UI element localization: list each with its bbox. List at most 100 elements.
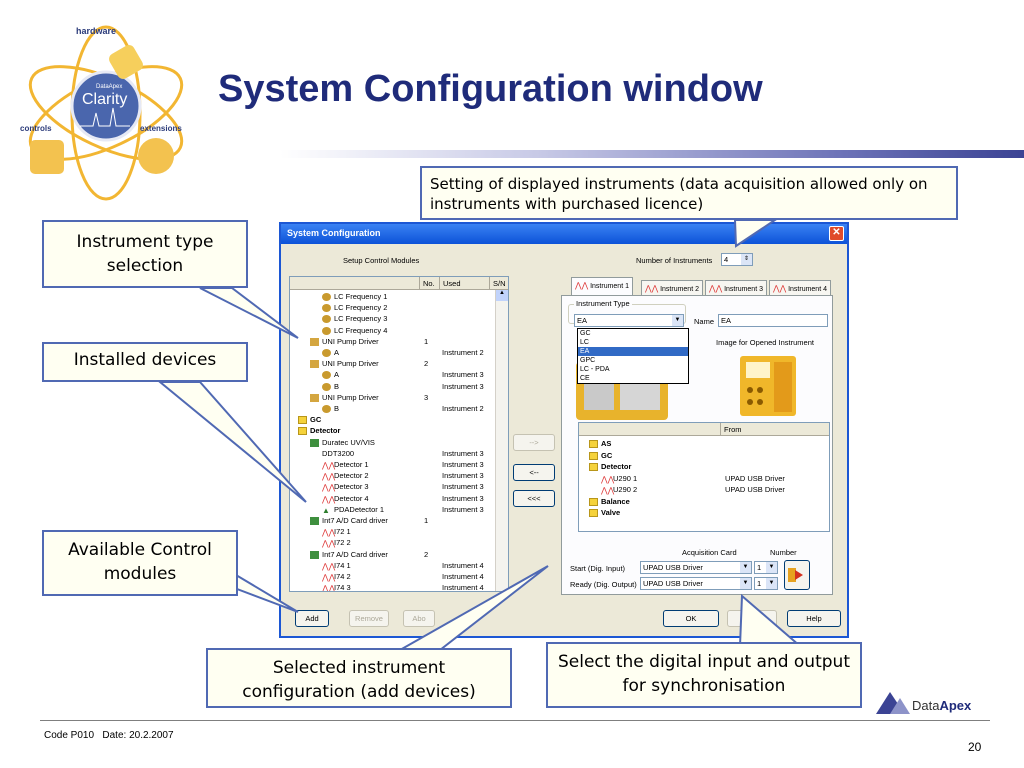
spinner-arrows-icon[interactable]: ⇕ (741, 254, 752, 265)
tree-row[interactable]: LC Frequency 2 (290, 303, 494, 314)
ok-button[interactable]: OK (663, 610, 719, 627)
tree-row[interactable]: Detector (290, 426, 494, 437)
instrument-type-select[interactable]: EA ▼ (574, 314, 684, 327)
tree-row-name: ⋀⋀I74 3 (322, 583, 351, 591)
instrument-type-option[interactable]: EA (578, 347, 688, 356)
config-row[interactable]: GC (579, 451, 829, 462)
tree-row-number: 1 (424, 516, 429, 525)
tree-row-name: Int7 A/D Card driver (310, 516, 388, 526)
instrument-type-option[interactable]: CE (580, 375, 590, 382)
about-button[interactable]: Abo (403, 610, 435, 627)
peak-icon: ⋀⋀ (601, 486, 615, 496)
callout-instrument-type: Instrument type selection (42, 220, 248, 288)
column-header-sn[interactable]: S/N (490, 277, 508, 290)
tab-instrument-4[interactable]: ⋀⋀ Instrument 4 (769, 280, 831, 295)
tree-row-name: GC (298, 415, 321, 425)
tree-row[interactable]: Int7 A/D Card driver 2 (290, 550, 494, 561)
ready-number-select[interactable]: 1▼ (754, 577, 778, 590)
cancel-button[interactable] (727, 610, 777, 627)
close-icon[interactable]: ✕ (829, 226, 844, 241)
folder-icon (589, 451, 598, 460)
instrument-type-option[interactable]: LC (580, 339, 589, 346)
chevron-down-icon[interactable]: ▼ (740, 562, 751, 573)
tree-row[interactable]: ⋀⋀I72 2 (290, 538, 494, 549)
move-right-button[interactable]: --> (513, 434, 555, 451)
ready-card-select[interactable]: UPAD USB Driver▼ (640, 577, 752, 590)
config-column-header-from[interactable]: From (721, 423, 829, 436)
column-header-no[interactable]: No. (420, 277, 440, 290)
tree-row[interactable]: Duratec UV/VIS (290, 438, 494, 449)
tab-instrument-3[interactable]: ⋀⋀ Instrument 3 (705, 280, 767, 295)
chevron-down-icon[interactable]: ▼ (672, 315, 683, 326)
tree-row-label: DDT3200 (322, 448, 355, 458)
config-row[interactable]: Valve (579, 508, 829, 519)
blank-icon (310, 450, 319, 458)
tree-row-label: Int7 A/D Card driver (322, 549, 388, 559)
config-row[interactable]: Detector (579, 462, 829, 473)
start-card-select[interactable]: UPAD USB Driver▼ (640, 561, 752, 574)
start-number-select[interactable]: 1▼ (754, 561, 778, 574)
config-column-header-name[interactable] (579, 423, 721, 436)
tree-row-number: 2 (424, 549, 429, 559)
window-title: System Configuration (287, 228, 381, 238)
tab-instrument-1[interactable]: ⋀⋀ Instrument 1 (571, 277, 633, 295)
tree-row[interactable]: LC Frequency 3 (290, 314, 494, 325)
tree-row-name: A (322, 348, 339, 358)
scroll-up-icon[interactable]: ▲ (496, 290, 508, 301)
help-button[interactable]: Help (787, 610, 841, 627)
chevron-down-icon[interactable]: ▼ (766, 578, 777, 589)
window-title-bar[interactable]: System Configuration ✕ (281, 224, 847, 244)
instrument-type-option[interactable]: LC - PDA (580, 366, 610, 373)
number-of-instruments-spinner[interactable]: 4 ⇕ (721, 253, 753, 266)
chevron-down-icon[interactable]: ▼ (740, 578, 751, 589)
name-input[interactable]: EA (718, 314, 828, 327)
tree-row-used: Instrument 3 (442, 381, 484, 391)
instrument-tab-page: Instrument Type EA ▼ Name EA Image for O… (561, 295, 833, 595)
remove-button[interactable]: Remove (349, 610, 389, 627)
config-row[interactable]: AS (579, 439, 829, 450)
tree-row[interactable]: Int7 A/D Card driver 1 (290, 516, 494, 527)
tree-row[interactable]: ⋀⋀I72 1 (290, 527, 494, 538)
tree-row-label: A (334, 370, 340, 380)
callout-selected-config: Selected instrument configuration (add d… (206, 648, 512, 708)
tree-row-name: UNI Pump Driver (310, 393, 379, 402)
tree-row[interactable]: LC Frequency 1 (290, 292, 494, 303)
tree-scrollbar[interactable]: ▲ (495, 290, 508, 591)
column-header-name[interactable] (290, 277, 420, 290)
instrument-type-option[interactable]: GC (580, 330, 591, 337)
tab-instrument-2[interactable]: ⋀⋀ Instrument 2 (641, 280, 703, 295)
instrument-type-option[interactable]: GPC (580, 357, 596, 364)
column-header-used[interactable]: Used (440, 277, 490, 290)
folder-icon (589, 509, 598, 518)
remove-all-button[interactable]: <<< (513, 490, 555, 507)
move-left-button[interactable]: <-- (513, 464, 555, 481)
chevron-down-icon[interactable]: ▼ (766, 562, 777, 573)
tree-row[interactable]: LC Frequency 4 (290, 326, 494, 337)
add-button[interactable]: Add (295, 610, 329, 627)
sync-settings-button[interactable] (784, 560, 810, 590)
tree-row[interactable]: GC (290, 415, 494, 426)
gear-icon (322, 315, 331, 324)
config-row[interactable]: Balance (579, 497, 829, 508)
